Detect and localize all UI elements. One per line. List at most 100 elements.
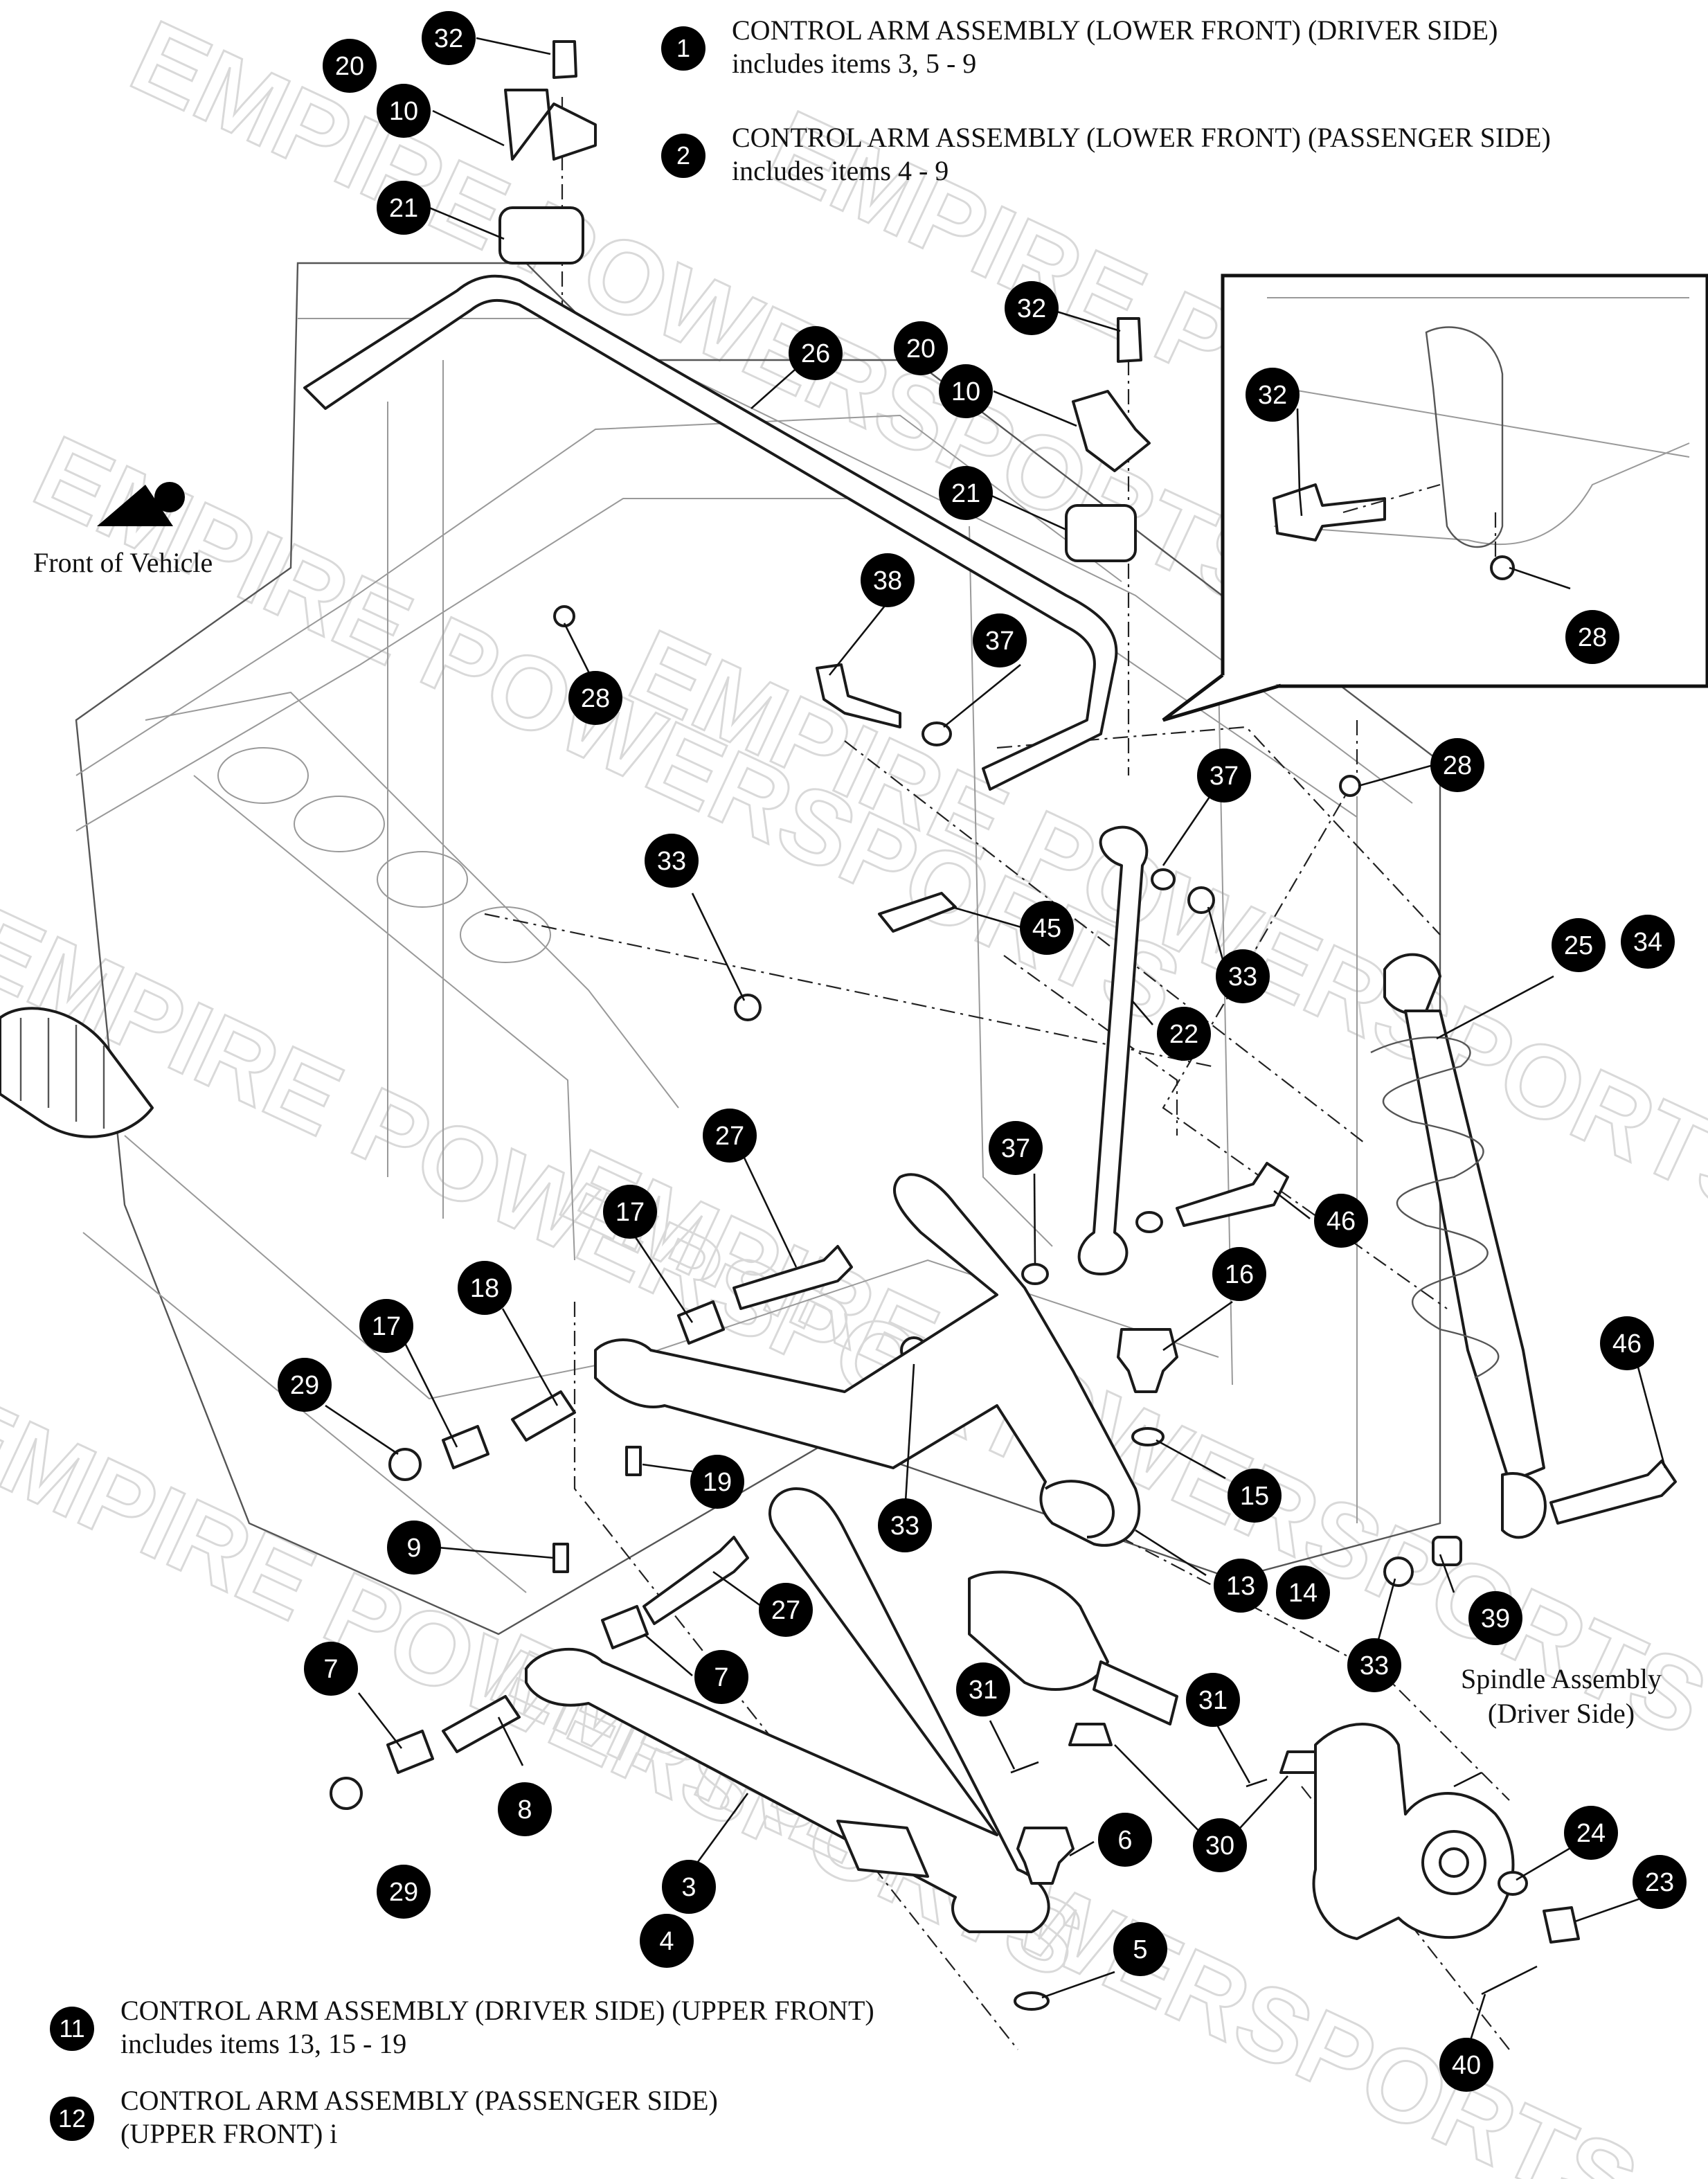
callout-circle [1564, 1806, 1618, 1860]
mounting-tab [836, 1820, 929, 1878]
callout-number: 33 [657, 847, 686, 876]
cotter-pin [1246, 1778, 1268, 1788]
callout-4: 4 [640, 1914, 694, 1968]
callout-circle [939, 364, 993, 418]
callout-circle [1314, 1194, 1368, 1248]
callout-number: 8 [517, 1795, 532, 1824]
callout-number: 29 [389, 1878, 418, 1907]
callout-circle [703, 1109, 757, 1163]
callout-28: 28 [1430, 738, 1484, 792]
snap-ring [1131, 1427, 1165, 1446]
callout-circle [1113, 1922, 1167, 1976]
bushing [442, 1425, 489, 1469]
callout-33: 33 [645, 834, 699, 888]
callout-20: 20 [323, 39, 377, 93]
note-subtitle: (UPPER FRONT) i [120, 2118, 338, 2149]
callout-number: 33 [1360, 1651, 1389, 1680]
callout-circle [694, 1650, 748, 1704]
note-subtitle: includes items 3, 5 - 9 [732, 48, 977, 79]
note-number: 1 [661, 26, 705, 71]
nut [330, 1777, 363, 1810]
callout-10: 10 [939, 364, 993, 418]
callout-39: 39 [1468, 1591, 1522, 1645]
callout-circle [1600, 1316, 1654, 1370]
castle-nut [1068, 1723, 1113, 1746]
callout-25: 25 [1552, 918, 1606, 972]
callout-number: 15 [1240, 1482, 1269, 1511]
callout-number: 31 [969, 1676, 998, 1705]
bushing [601, 1605, 649, 1649]
callout-9: 9 [387, 1521, 441, 1575]
callout-circle [1216, 949, 1270, 1003]
spindle-label-line2: (Driver Side) [1487, 1698, 1635, 1729]
callout-number: 5 [1133, 1935, 1147, 1964]
callout-45: 45 [1020, 901, 1074, 955]
callout-circle [645, 834, 699, 888]
callout-circle [1430, 738, 1484, 792]
callout-circle [1276, 1566, 1330, 1620]
bolt [816, 663, 901, 728]
callout-number: 20 [335, 52, 364, 81]
spindle-label-line1: Spindle Assembly [1460, 1663, 1662, 1694]
callout-number: 30 [1205, 1831, 1234, 1860]
callout-number: 37 [985, 627, 1014, 656]
ball-joint-socket [1044, 1480, 1115, 1539]
callout-circle [1552, 918, 1606, 972]
callout-14: 14 [1276, 1566, 1330, 1620]
bushing [1065, 504, 1137, 562]
callout-7: 7 [304, 1642, 358, 1696]
callout-circle [359, 1299, 413, 1353]
callout-circle [956, 1662, 1010, 1716]
callout-22: 22 [1157, 1007, 1211, 1061]
callout-circle [1633, 1855, 1687, 1909]
callout-number: 26 [801, 339, 830, 368]
callout-number: 33 [1228, 962, 1257, 992]
sleeve [511, 1390, 576, 1442]
callout-3: 3 [662, 1860, 716, 1914]
callout-circle [304, 1642, 358, 1696]
callout-circle [1157, 1007, 1211, 1061]
callout-number: 23 [1645, 1868, 1674, 1897]
callout-circle [422, 11, 476, 65]
callout-40: 40 [1439, 2038, 1493, 2092]
callout-10: 10 [377, 84, 431, 138]
callout-number: 13 [1226, 1572, 1255, 1601]
callout-number: 20 [906, 334, 935, 364]
bolt [1176, 1162, 1289, 1227]
callout-circle [1197, 748, 1251, 802]
lower-control-arm [525, 1487, 1050, 1933]
nut [1339, 775, 1361, 797]
bushing [677, 1300, 725, 1345]
callout-number: 38 [873, 566, 902, 595]
callout-circle [1439, 2038, 1493, 2092]
spindle-assembly-label: Spindle Assembly (Driver Side) [1447, 1662, 1675, 1731]
callout-27: 27 [703, 1109, 757, 1163]
callout-number: 37 [1210, 762, 1239, 791]
callout-number: 24 [1576, 1819, 1606, 1848]
callout-number: 25 [1564, 931, 1593, 960]
callout-number: 37 [1001, 1134, 1030, 1163]
ball-joint [1016, 1827, 1075, 1885]
callout-number: 32 [1258, 381, 1287, 410]
snap-ring [1014, 1991, 1050, 2011]
note-number: 12 [50, 2097, 94, 2141]
callout-number: 34 [1633, 928, 1662, 957]
callout-18: 18 [458, 1261, 512, 1315]
callout-number: 46 [1327, 1207, 1356, 1236]
washer [922, 721, 952, 746]
callout-33: 33 [1347, 1638, 1401, 1692]
washer [1021, 1263, 1049, 1285]
callout-number: 18 [470, 1274, 499, 1303]
callout-38: 38 [861, 553, 915, 607]
ball-joint [1117, 1328, 1178, 1393]
callout-number: 7 [714, 1663, 728, 1692]
leader-lines [325, 37, 1666, 2061]
callout-circle [458, 1261, 512, 1315]
shock-absorber [1370, 953, 1547, 1539]
note-number: 11 [50, 2007, 94, 2051]
callout-number: 9 [406, 1534, 421, 1563]
callout-30: 30 [1193, 1818, 1247, 1872]
callout-number: 40 [1452, 2051, 1481, 2080]
bolt [732, 1245, 853, 1310]
callout-13: 13 [1214, 1559, 1268, 1613]
